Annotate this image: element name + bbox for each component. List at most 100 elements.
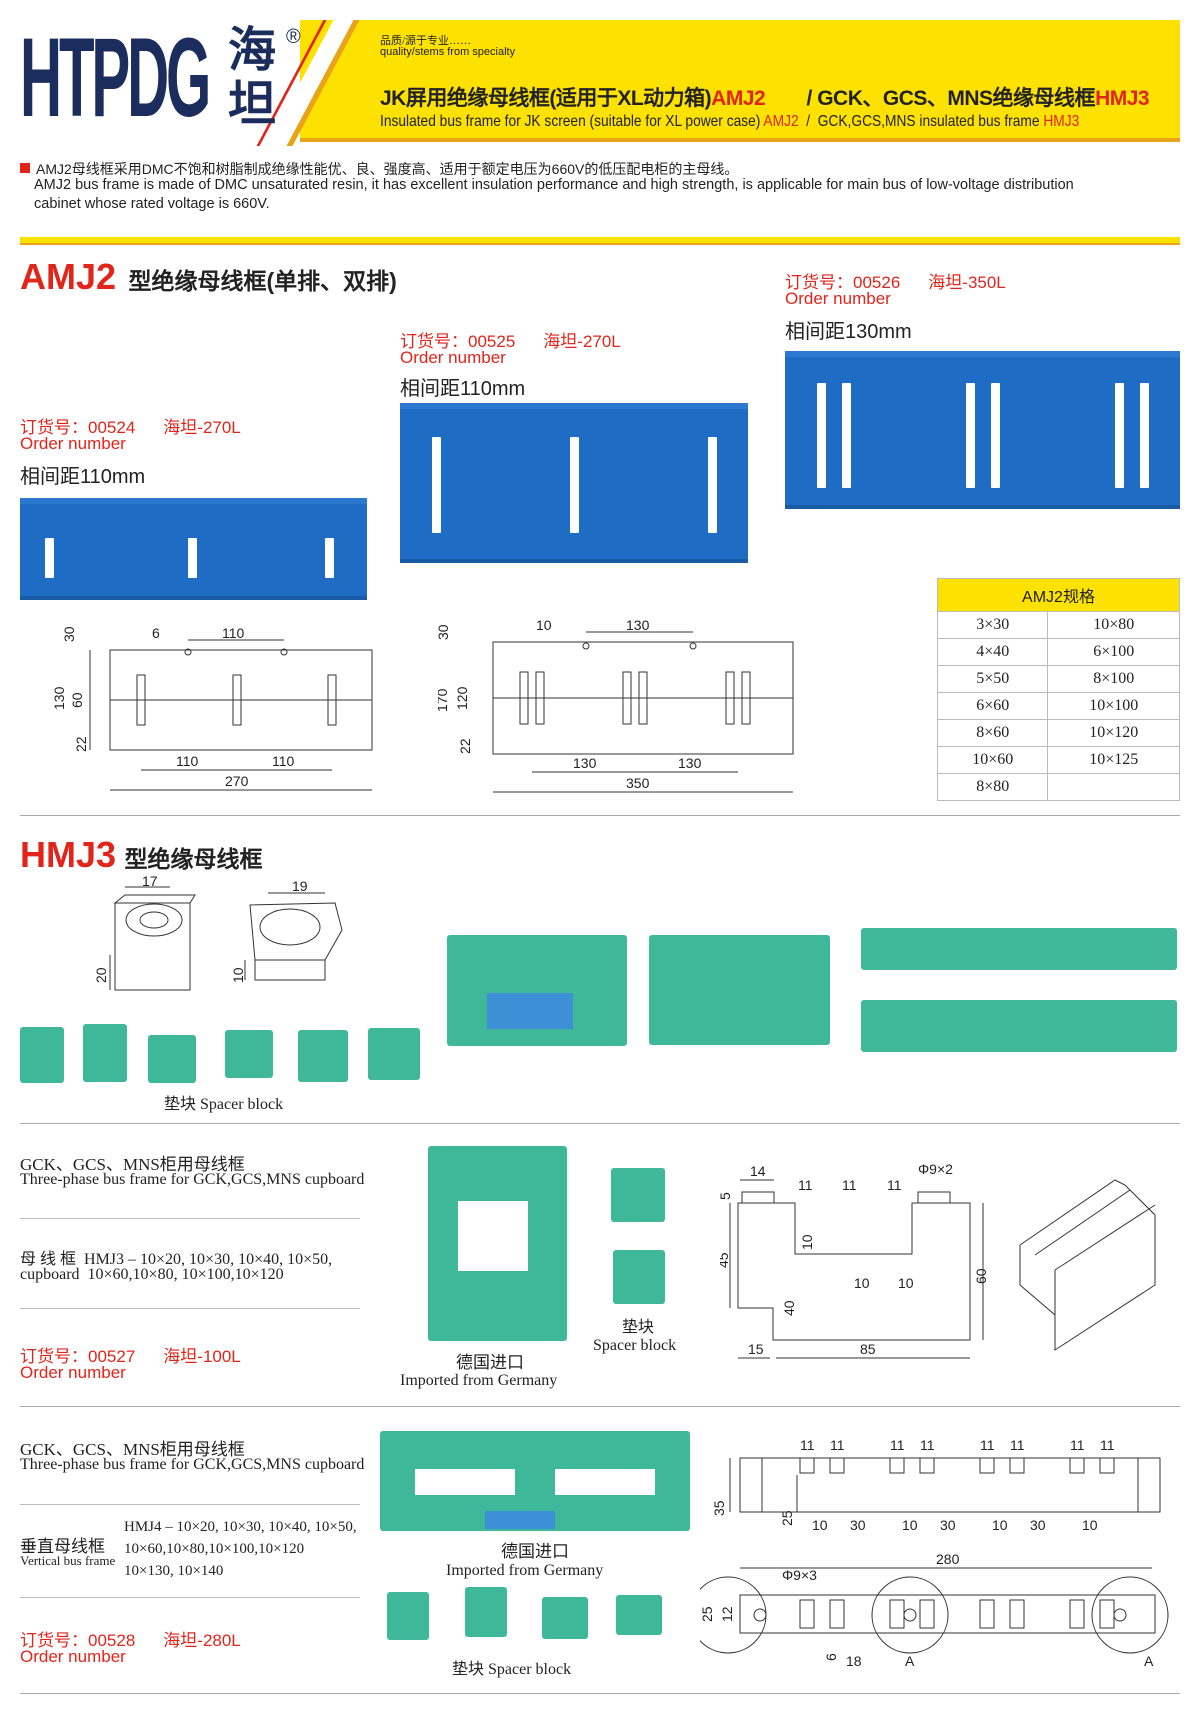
certificate-label: [485, 1511, 555, 1529]
amj2-code: AMJ2: [20, 256, 117, 297]
cell: 6×60: [936, 692, 1049, 720]
order-label: Order number: [400, 348, 506, 367]
slot: [1115, 383, 1124, 488]
dim: 350: [626, 775, 650, 791]
gck1-spec: 母 线 框 HMJ3 – 10×20, 10×30, 10×40, 10×50,: [20, 1245, 332, 1269]
gck1-isometric-drawing: [1019, 1179, 1156, 1351]
header-band: [300, 20, 1180, 142]
spacer-photo: [225, 1030, 273, 1078]
dim: 85: [860, 1341, 876, 1357]
amj2-heading: AMJ2 型绝缘母线框(单排、双排): [20, 256, 397, 298]
cell: 5×50: [936, 665, 1049, 693]
slogan-en: quality/stems from specialty: [380, 46, 516, 58]
dim: 11: [890, 1437, 905, 1453]
spec-line: HMJ4 – 10×20, 10×30, 10×40, 10×50,: [124, 1519, 357, 1535]
spec-line: 10×130, 10×140: [124, 1563, 224, 1579]
dim: 11: [1070, 1437, 1085, 1453]
slogan-cn: 品质/源于专业……: [380, 35, 472, 47]
model: 海坦-100L: [163, 1347, 241, 1366]
slot: [979, 1457, 995, 1474]
divider: [20, 1308, 360, 1309]
spacer-photo: [613, 1250, 665, 1304]
slot: [829, 1599, 845, 1629]
gck2-title-en: Three-phase bus frame for GCK,GCS,MNS cu…: [20, 1456, 365, 1473]
order-00526: 订货号：00526 海坦-350L: [785, 268, 1006, 293]
dim: 10: [992, 1517, 1008, 1533]
cell: 4×40: [936, 638, 1049, 666]
dim: 25: [700, 1606, 715, 1622]
dim: 11: [1010, 1437, 1025, 1453]
hmj3-photo-4: [861, 1000, 1177, 1052]
import-en: Imported from Germany: [400, 1372, 558, 1389]
slot: [45, 538, 54, 578]
intro-en-2: cabinet whose rated voltage is 660V.: [34, 196, 270, 212]
order-number: 订货号：00526: [785, 273, 901, 292]
slot: [919, 1599, 935, 1629]
dim: 18: [846, 1653, 862, 1669]
slot: [708, 437, 717, 533]
section-label: A: [1144, 1653, 1154, 1669]
dim: 11: [800, 1437, 815, 1453]
cell: [1047, 773, 1180, 801]
divider: [20, 1693, 1180, 1694]
drawing-350: 10 130 30 170 120 22 130 130 350: [438, 620, 794, 793]
dim: 120: [454, 686, 470, 710]
dim: 11: [842, 1177, 857, 1193]
dim: 11: [830, 1437, 845, 1453]
slot: [1099, 1599, 1115, 1629]
cell: 10×80: [1047, 611, 1180, 639]
divider: [20, 815, 1180, 816]
model: 海坦-280L: [163, 1631, 241, 1650]
dim: Φ9×3: [782, 1567, 817, 1583]
dim: 130: [626, 620, 650, 633]
slot: [1069, 1599, 1085, 1629]
dim: 19: [292, 878, 308, 894]
model: 海坦-350L: [928, 273, 1006, 292]
dim: Φ9×2: [918, 1161, 953, 1177]
phase-spacing: 相间距130mm: [785, 321, 912, 343]
cell: 6×100: [1047, 638, 1180, 666]
order-label: Order number: [20, 1363, 126, 1382]
header-title-en: Insulated bus frame for JK screen (suita…: [380, 113, 1079, 131]
cell: 8×100: [1047, 665, 1180, 693]
dim: 11: [1100, 1437, 1115, 1453]
dim: 130: [573, 755, 597, 771]
phase-spacing: 相间距110mm: [20, 466, 146, 488]
slot: [325, 538, 334, 578]
slot: [570, 437, 579, 533]
dim: 6: [152, 625, 160, 641]
dim: 10: [536, 620, 552, 633]
dim: 17: [142, 875, 158, 889]
spec-line: HMJ3 – 10×20, 10×30, 10×40, 10×50,: [84, 1251, 333, 1268]
dim: 130: [51, 686, 67, 710]
slot: [829, 1457, 845, 1474]
divider: [20, 1504, 360, 1505]
title-en-b: GCK,GCS,MNS insulated bus frame: [817, 113, 1040, 130]
spec-line: 10×60,10×80,10×100,10×120: [124, 1541, 305, 1557]
cell: 10×125: [1047, 746, 1180, 774]
dim: 10: [902, 1517, 918, 1533]
spec-label: 母 线 框: [20, 1251, 77, 1268]
hmj3-code: HMJ3: [20, 834, 117, 875]
dim: 6: [823, 1653, 839, 1661]
dim: 35: [711, 1500, 727, 1516]
intro-cn: AMJ2母线框采用DMC不饱和树脂制成绝缘性能优、良、强度高、适用于额定电压为6…: [36, 161, 739, 177]
dim: 10: [898, 1275, 914, 1291]
spacer-photo: [368, 1028, 420, 1080]
dim: 45: [720, 1252, 731, 1268]
logo: HTPDG: [20, 15, 211, 140]
dim: 110: [272, 753, 295, 769]
dim: 30: [850, 1517, 866, 1533]
spacer-photo: [20, 1027, 64, 1083]
frame-opening: [415, 1469, 515, 1495]
order-label: Order number: [20, 434, 126, 453]
spacer-photo: [465, 1587, 507, 1637]
dim: 30: [438, 624, 451, 640]
slot: [817, 383, 826, 488]
